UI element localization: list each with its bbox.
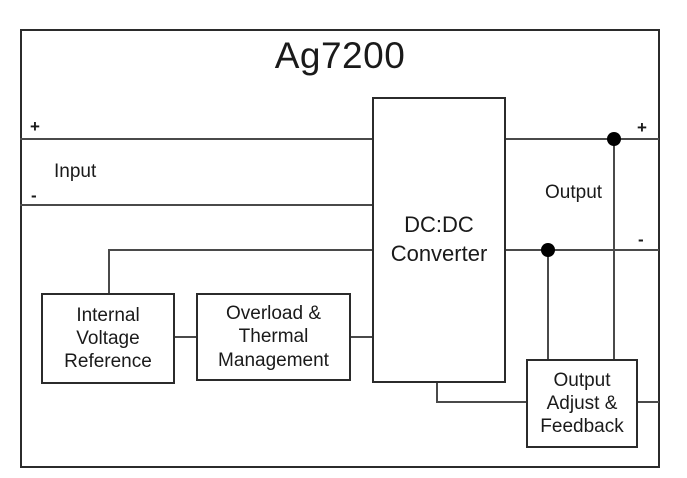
block-overload-thermal-management-label-line2: Thermal — [238, 326, 309, 348]
wire-converter-to-feedback — [436, 401, 528, 403]
wire-output-plus — [504, 138, 659, 140]
output-minus-sign: - — [638, 230, 644, 249]
input-plus-sign: + — [30, 117, 40, 136]
block-overload-thermal-management-label-line1: Overload & — [225, 303, 322, 325]
block-output-adjust-feedback-label-line2: Adjust & — [546, 392, 618, 414]
wire-overload-to-converter — [348, 336, 374, 338]
block-output-adjust-feedback-label-line3: Feedback — [540, 416, 624, 438]
wire-converter-bottom-vertical — [436, 381, 438, 403]
input-minus-sign: - — [31, 186, 37, 205]
block-dcdc-converter: DC:DC Converter — [372, 97, 506, 383]
wire-input-minus — [20, 204, 373, 206]
wire-reference-to-overload — [172, 336, 198, 338]
output-label: Output — [545, 182, 603, 203]
block-internal-voltage-reference: Internal Voltage Reference — [41, 293, 175, 384]
block-dcdc-converter-label-line2: Converter — [390, 241, 488, 266]
junction-dot-output-minus — [541, 243, 555, 257]
output-plus-sign: + — [637, 118, 647, 137]
input-label: Input — [54, 161, 97, 182]
block-internal-voltage-reference-label-line1: Internal — [76, 304, 140, 326]
wire-feedback-from-plus — [613, 138, 615, 360]
wire-feedback-from-minus — [547, 249, 549, 360]
block-output-adjust-feedback-label-line1: Output — [553, 369, 611, 391]
wire-output-minus — [504, 249, 659, 251]
block-overload-thermal-management: Overload & Thermal Management — [196, 293, 351, 381]
junction-dot-output-plus — [607, 132, 621, 146]
wire-input-plus — [20, 138, 373, 140]
wire-feedback-to-border — [635, 401, 659, 403]
block-dcdc-converter-label-line1: DC:DC — [404, 212, 474, 238]
block-overload-thermal-management-label-line3: Management — [218, 349, 329, 371]
diagram-outer-border — [20, 29, 660, 468]
wire-reference-vertical — [108, 249, 110, 294]
block-internal-voltage-reference-label-line3: Reference — [64, 351, 152, 373]
diagram-title: Ag7200 — [274, 35, 406, 76]
wire-reference-horizontal — [108, 249, 373, 251]
block-output-adjust-feedback: Output Adjust & Feedback — [526, 359, 638, 448]
block-internal-voltage-reference-label-line2: Voltage — [76, 327, 140, 349]
